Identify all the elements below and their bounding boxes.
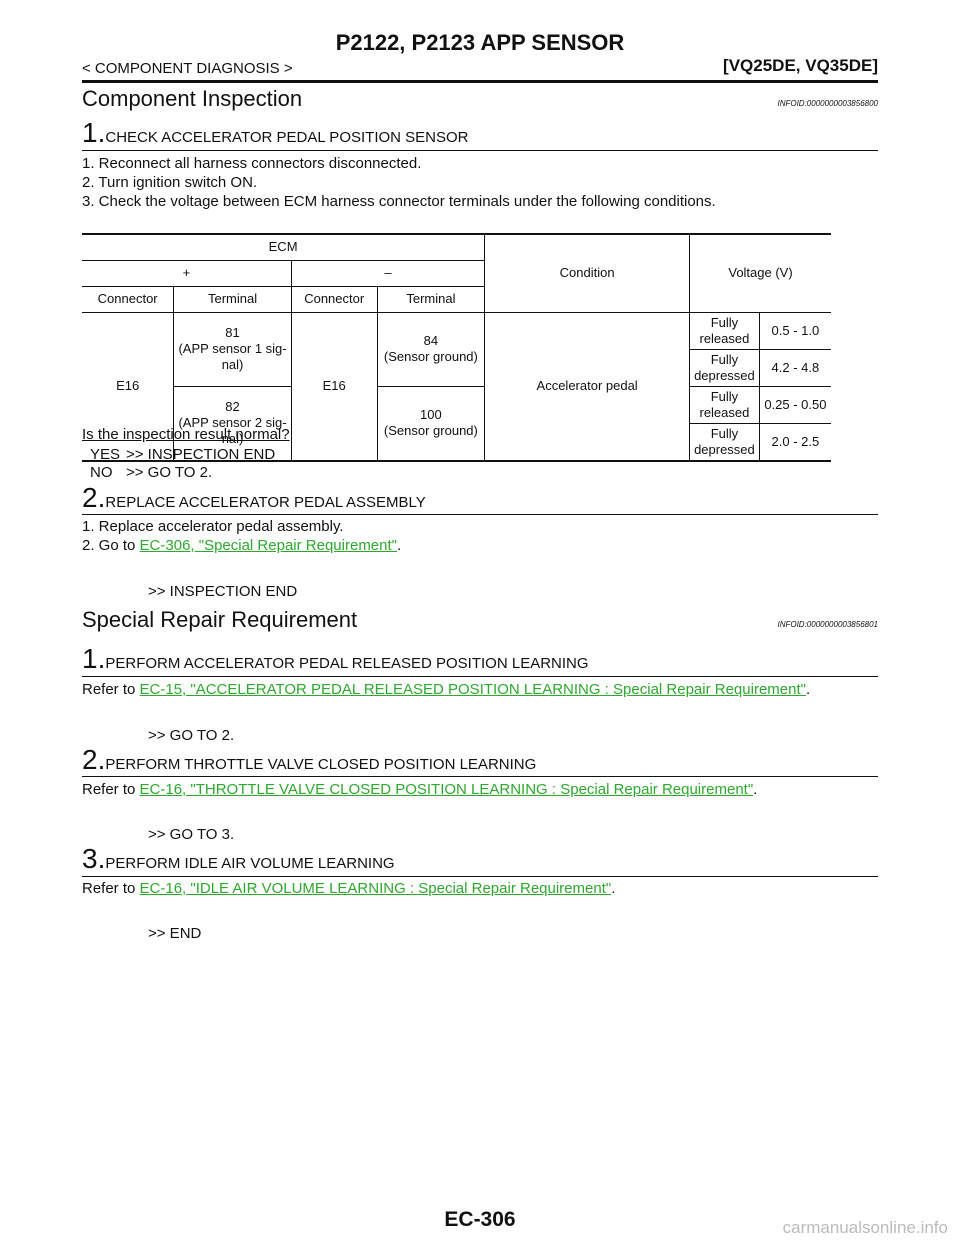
- step-title: REPLACE ACCELERATOR PEDAL ASSEMBLY: [105, 494, 426, 511]
- breadcrumb: < COMPONENT DIAGNOSIS >: [82, 60, 293, 77]
- section-title-inspection: Component Inspection: [82, 86, 303, 111]
- page-number: EC-306: [444, 1208, 516, 1231]
- step-heading: 1.PERFORM ACCELERATOR PEDAL RELEASED POS…: [82, 643, 589, 675]
- step-end: >> INSPECTION END: [148, 583, 298, 600]
- refer-prefix: Refer to: [82, 681, 140, 698]
- refer-prefix: Refer to: [82, 880, 140, 897]
- step-title: PERFORM THROTTLE VALVE CLOSED POSITION L…: [105, 756, 537, 773]
- result-no: NO >> GO TO 2.: [90, 464, 212, 481]
- header-rule: [82, 80, 878, 83]
- step-rule: [82, 776, 878, 777]
- link-ec-16-idle[interactable]: EC-16, "IDLE AIR VOLUME LEARNING : Speci…: [139, 880, 612, 897]
- header-terminal: Terminal: [376, 286, 485, 313]
- list-item: 1. Replace accelerator pedal assembly.: [82, 518, 344, 535]
- terminal-desc: (APP sensor 1 sig-: [178, 341, 287, 356]
- link-ec-306[interactable]: EC-306, "Special Repair Requirement": [139, 537, 397, 554]
- terminal-desc: (Sensor ground): [383, 423, 478, 438]
- cell-terminal-82: 82 (APP sensor 2 sig- nal): [173, 386, 292, 462]
- refer-suffix: .: [753, 781, 758, 798]
- cell-state: Fully released: [689, 386, 760, 424]
- cell-state: Fully released: [689, 312, 760, 350]
- cell-voltage: 0.5 - 1.0: [758, 312, 831, 350]
- cell-state: Fully depressed: [689, 349, 760, 387]
- step-heading: 2.REPLACE ACCELERATOR PEDAL ASSEMBLY: [82, 482, 426, 514]
- terminal-desc: (APP sensor 2 sig-: [178, 415, 287, 430]
- cell-connector-minus: E16: [290, 312, 378, 462]
- terminal-number: 81: [225, 325, 240, 340]
- terminal-desc: nal): [221, 357, 244, 372]
- terminal-number: 84: [423, 333, 439, 348]
- cell-terminal-100: 100 (Sensor ground): [376, 386, 485, 462]
- cell-voltage: 4.2 - 4.8: [758, 349, 831, 387]
- refer-suffix: .: [611, 880, 616, 897]
- step-end: >> GO TO 2.: [148, 727, 235, 744]
- list-item-suffix: .: [397, 537, 402, 554]
- list-item: 2. Turn ignition switch ON.: [82, 174, 258, 191]
- voltage-table: ECM Condition Voltage (V) + – Connector …: [82, 233, 831, 462]
- terminal-number: 100: [420, 407, 442, 422]
- section-title-repair: Special Repair Requirement: [82, 607, 358, 632]
- step-number: 3.: [82, 843, 106, 874]
- header-voltage: Voltage (V): [689, 233, 831, 313]
- terminal-number: 82: [225, 399, 240, 414]
- step-rule: [82, 876, 878, 877]
- cell-terminal-84: 84 (Sensor ground): [376, 312, 485, 387]
- step-heading: 2.PERFORM THROTTLE VALVE CLOSED POSITION…: [82, 744, 536, 776]
- step-number: 2.: [82, 744, 106, 775]
- inspection-question: Is the inspection result normal?: [82, 426, 290, 443]
- refer-line: Refer to EC-16, "IDLE AIR VOLUME LEARNIN…: [82, 880, 615, 897]
- cell-condition: Accelerator pedal: [484, 312, 690, 462]
- header-connector: Connector: [290, 286, 378, 313]
- step-title: CHECK ACCELERATOR PEDAL POSITION SENSOR: [105, 129, 469, 146]
- result-yes: YES >> INSPECTION END: [90, 446, 275, 463]
- header-minus: –: [290, 260, 485, 287]
- list-item: 3. Check the voltage between ECM harness…: [82, 193, 716, 210]
- watermark: carmanualsonline.info: [782, 1218, 948, 1237]
- terminal-desc: (Sensor ground): [383, 349, 478, 364]
- no-text: >> GO TO 2.: [126, 464, 213, 481]
- page-title: P2122, P2123 APP SENSOR: [335, 30, 625, 55]
- infoid-repair: INFOID:0000000003856801: [777, 620, 878, 629]
- refer-line: Refer to EC-15, "ACCELERATOR PEDAL RELEA…: [82, 681, 810, 698]
- step-title: PERFORM IDLE AIR VOLUME LEARNING: [105, 855, 395, 872]
- step-end: >> GO TO 3.: [148, 826, 235, 843]
- cell-connector-plus: E16: [82, 312, 174, 462]
- cell-terminal-81: 81 (APP sensor 1 sig- nal): [173, 312, 292, 387]
- infoid-inspection: INFOID:0000000003856800: [777, 99, 878, 108]
- list-item: 2. Go to EC-306, "Special Repair Require…: [82, 537, 401, 554]
- step-rule: [82, 514, 878, 515]
- refer-prefix: Refer to: [82, 781, 140, 798]
- terminal-desc: nal): [221, 431, 244, 446]
- header-terminal: Terminal: [173, 286, 292, 313]
- cell-state: Fully depressed: [689, 423, 760, 462]
- yes-label: YES: [90, 446, 121, 463]
- refer-line: Refer to EC-16, "THROTTLE VALVE CLOSED P…: [82, 781, 757, 798]
- step-end: >> END: [148, 925, 202, 942]
- step-rule: [82, 676, 878, 677]
- step-heading: 1.CHECK ACCELERATOR PEDAL POSITION SENSO…: [82, 117, 469, 149]
- refer-suffix: .: [805, 681, 811, 698]
- step-number: 1.: [82, 643, 106, 674]
- yes-text: >> INSPECTION END: [126, 446, 276, 463]
- list-item: 1. Reconnect all harness connectors disc…: [82, 155, 422, 172]
- link-ec-16-throttle[interactable]: EC-16, "THROTTLE VALVE CLOSED POSITION L…: [139, 781, 754, 798]
- step-title: PERFORM ACCELERATOR PEDAL RELEASED POSIT…: [105, 655, 589, 672]
- step-rule: [82, 150, 878, 151]
- header-connector: Connector: [82, 286, 174, 313]
- step-number: 2.: [82, 482, 106, 513]
- step-heading: 3.PERFORM IDLE AIR VOLUME LEARNING: [82, 843, 395, 875]
- cell-voltage: 2.0 - 2.5: [758, 423, 831, 462]
- model-label: [VQ25DE, VQ35DE]: [723, 56, 878, 75]
- no-label: NO: [90, 464, 113, 481]
- link-ec-15[interactable]: EC-15, "ACCELERATOR PEDAL RELEASED POSIT…: [139, 681, 806, 698]
- cell-voltage: 0.25 - 0.50: [758, 386, 831, 424]
- list-item-prefix: 2. Go to: [82, 537, 140, 554]
- step-number: 1.: [82, 117, 106, 148]
- header-condition: Condition: [484, 233, 690, 313]
- header-ecm: ECM: [82, 233, 485, 261]
- header-plus: +: [82, 260, 292, 287]
